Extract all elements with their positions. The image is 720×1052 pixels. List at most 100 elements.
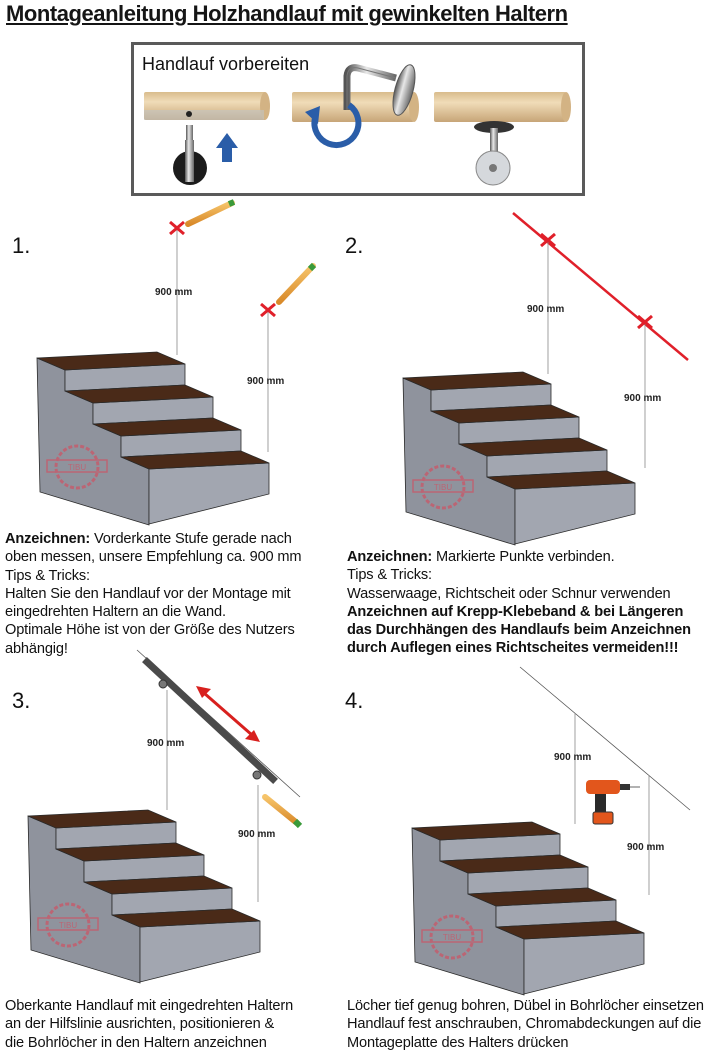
screw-in-bracket-photo <box>292 64 419 148</box>
stair-tread <box>486 470 636 490</box>
step-2-number: 2. <box>345 233 364 258</box>
pencil-icon <box>262 794 303 829</box>
pencil-icon <box>185 199 236 227</box>
text: Montageplatte des Halters drücken <box>347 1034 569 1051</box>
stair-tread <box>467 887 617 907</box>
drill-icon <box>586 780 640 825</box>
staircase: TIBU <box>402 371 636 546</box>
instruction-line: Handlauf fest anschrauben, Chromabdeckun… <box>347 1015 704 1033</box>
stair-riser <box>139 920 261 983</box>
instruction-line: Optimale Höhe ist von der Größe des Nutz… <box>5 621 301 639</box>
instruction-line: Halten Sie den Handlauf vor der Montage … <box>5 585 301 603</box>
instruction-line: Anzeichnen auf Krepp-Klebeband & bei Län… <box>347 603 691 621</box>
instruction-line: oben messen, unsere Empfehlung ca. 900 m… <box>5 548 302 566</box>
instruction-line: Wasserwaage, Richtscheit oder Schnur ver… <box>347 585 691 603</box>
step-2-instructions: Anzeichnen: Markierte Punkte verbinden.T… <box>347 548 691 658</box>
staircase: TIBU <box>27 809 261 984</box>
instruction-line: Tips & Tricks: <box>347 566 691 584</box>
step-4-marks: 900 mm 900 mm <box>519 666 691 895</box>
stair-riser <box>523 932 645 995</box>
svg-text:TIBU: TIBU <box>68 463 86 472</box>
measure-label: 900 mm <box>238 829 275 840</box>
measure-label: 900 mm <box>554 752 591 763</box>
instruction-line: Löcher tief genug bohren, Dübel in Bohrl… <box>347 997 704 1015</box>
stair-tread <box>92 417 242 437</box>
handrail <box>142 657 278 784</box>
prepare-handrail-panel <box>131 42 585 196</box>
instruction-line: Tips & Tricks: <box>5 567 301 585</box>
step-4-instructions: Löcher tief genug bohren, Dübel in Bohrl… <box>347 997 704 1052</box>
stair-tread <box>36 351 186 371</box>
step-2-marks: 900 mm 900 mm <box>512 212 689 468</box>
bold-text: durch Auflegen eines Richtscheites verme… <box>347 640 679 657</box>
text: Tips & Tricks: <box>347 567 432 584</box>
stair-tread <box>495 920 645 940</box>
instruction-line: die Bohrlöcher in den Haltern anzeichnen <box>5 1034 293 1052</box>
page-title: Montageanleitung Holzhandlauf mit gewink… <box>6 1 568 26</box>
stair-tread <box>27 809 177 829</box>
staircase: TIBU <box>411 821 645 996</box>
text: Markierte Punkte verbinden. <box>432 549 615 565</box>
text: Vorderkante Stufe gerade nach <box>90 531 292 547</box>
step-3-instructions: Oberkante Handlauf mit eingedrehten Halt… <box>5 997 293 1052</box>
stair-tread <box>430 404 580 424</box>
measure-label: 900 mm <box>624 393 661 404</box>
bold-text: Anzeichnen: <box>5 531 91 547</box>
step-3-marks: 900 mm 900 mm <box>136 649 303 902</box>
tibu-logo-watermark: TIBU <box>412 464 474 510</box>
tibu-logo-watermark: TIBU <box>46 444 108 490</box>
step-1-marks: 900 mm 900 mm <box>155 199 317 452</box>
text: Handlauf fest anschrauben, Chromabdeckun… <box>347 1016 702 1033</box>
svg-text:TIBU: TIBU <box>434 483 452 492</box>
text: an der Hilfslinie ausrichten, positionie… <box>5 1016 275 1033</box>
stair-tread <box>55 842 205 862</box>
step-1-number: 1. <box>12 233 31 258</box>
bold-text: das Durchhängen des Handlaufs beim Anzei… <box>347 622 691 639</box>
measure-label: 900 mm <box>147 738 184 749</box>
rotate-arrow-icon <box>311 102 362 148</box>
prepare-handrail-label: Handlauf vorbereiten <box>142 54 310 74</box>
instruction-line: abhängig! <box>5 640 301 658</box>
red-cross-mark-icon <box>260 302 276 318</box>
stair-tread <box>111 908 261 928</box>
stair-tread <box>83 875 233 895</box>
step-4-number: 4. <box>345 688 364 713</box>
red-cross-mark-icon <box>540 232 556 248</box>
text: die Bohrlöcher in den Haltern anzeichnen <box>5 1034 267 1051</box>
text: Halten Sie den Handlauf vor der Montage … <box>5 585 291 602</box>
bracket-icon <box>252 770 262 780</box>
instruction-line: durch Auflegen eines Richtscheites verme… <box>347 639 691 657</box>
measure-label: 900 mm <box>247 376 284 387</box>
pencil-icon <box>276 262 317 305</box>
text: Tips & Tricks: <box>5 567 90 584</box>
svg-text:TIBU: TIBU <box>59 921 77 930</box>
mounted-bracket-photo <box>434 92 571 186</box>
stair-tread <box>120 450 270 470</box>
text: Wasserwaage, Richtscheit oder Schnur ver… <box>347 585 671 602</box>
tibu-logo-watermark: TIBU <box>421 914 483 960</box>
text: oben messen, unsere Empfehlung ca. 900 m… <box>5 549 302 566</box>
stair-tread <box>402 371 552 391</box>
stair-tread <box>411 821 561 841</box>
stair-riser <box>148 462 270 525</box>
tibu-logo-watermark: TIBU <box>37 902 99 948</box>
text: eingedrehten Haltern an die Wand. <box>5 604 226 621</box>
instruction-line: Oberkante Handlauf mit eingedrehten Halt… <box>5 997 293 1015</box>
instruction-line: Anzeichnen: Markierte Punkte verbinden. <box>347 548 691 566</box>
red-cross-mark-icon <box>169 220 185 236</box>
text: Optimale Höhe ist von der Größe des Nutz… <box>5 622 295 639</box>
stair-riser <box>514 482 636 545</box>
instruction-line: eingedrehten Haltern an die Wand. <box>5 603 301 621</box>
connecting-line <box>512 212 689 361</box>
drill-hole-icon <box>186 111 192 117</box>
instruction-line: Montageplatte des Halters drücken <box>347 1034 704 1052</box>
step-3-number: 3. <box>12 688 31 713</box>
measure-label: 900 mm <box>155 287 192 298</box>
text: Oberkante Handlauf mit eingedrehten Halt… <box>5 998 294 1014</box>
bold-text: Anzeichnen: <box>347 549 433 565</box>
instruction-line: Anzeichnen: Vorderkante Stufe gerade nac… <box>5 530 301 548</box>
stair-tread <box>439 854 589 874</box>
text: abhängig! <box>5 640 68 657</box>
double-arrow-icon <box>196 686 260 742</box>
